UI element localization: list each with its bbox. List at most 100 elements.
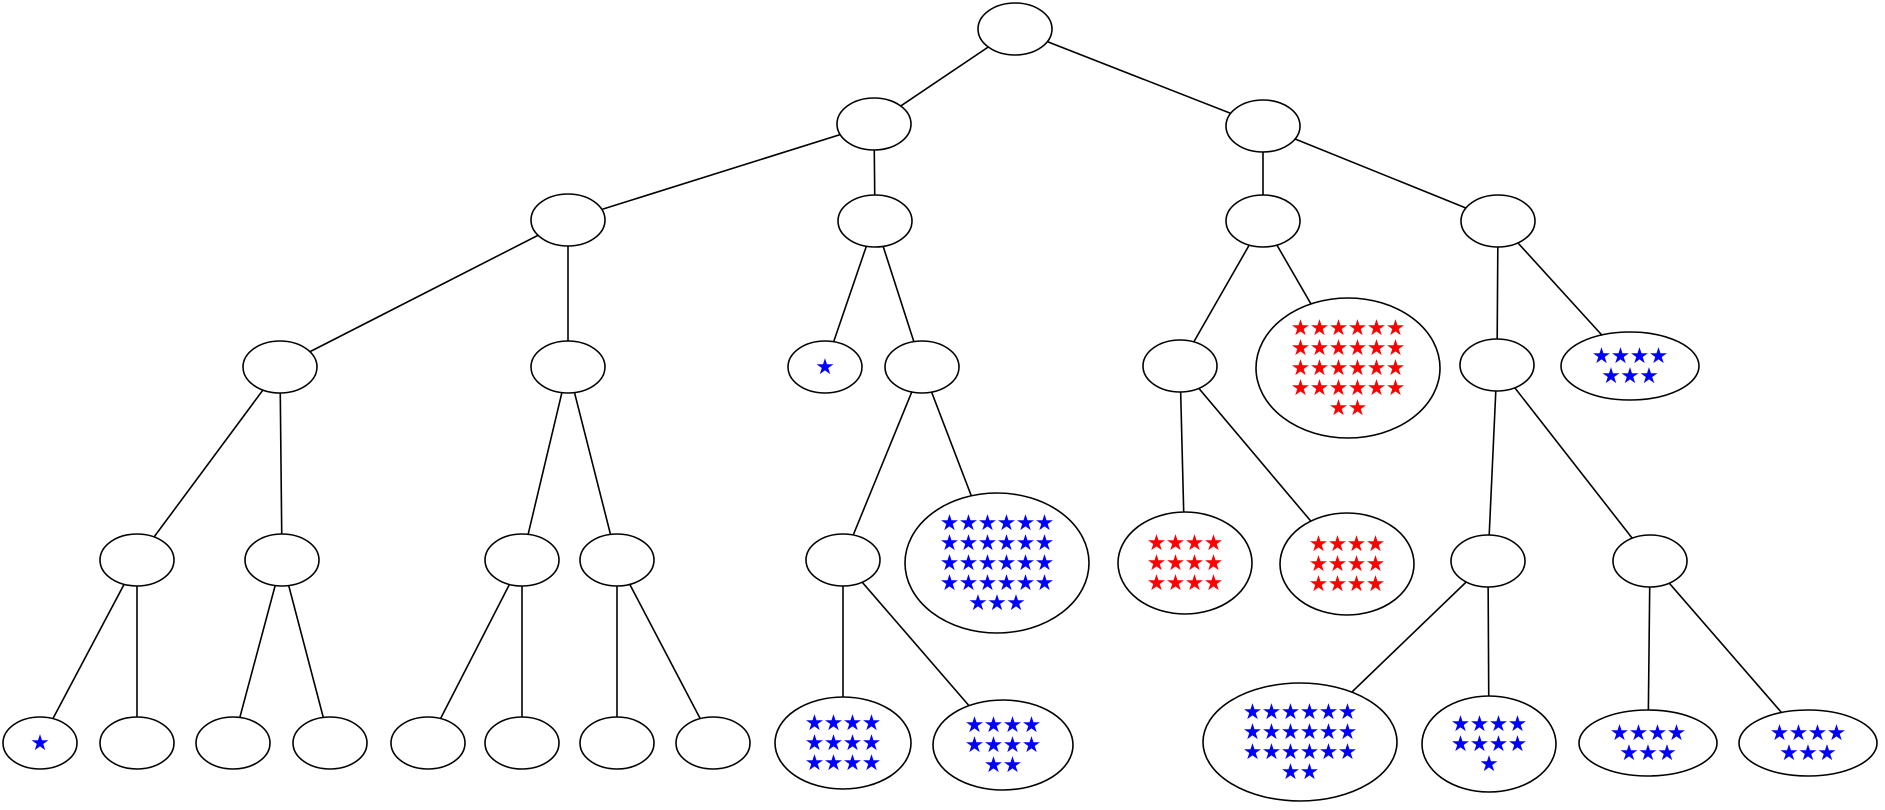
blue-star-icon: ★: [1319, 700, 1339, 725]
red-star-icon: ★: [1291, 356, 1311, 381]
blue-star-icon: ★: [997, 551, 1017, 576]
node-ellipse: [242, 340, 318, 394]
red-star-icon: ★: [1386, 336, 1406, 361]
tree-node: [1459, 338, 1535, 392]
node-ellipse: [1142, 339, 1218, 393]
tree-edge: [567, 366, 618, 561]
tree-node: [579, 533, 655, 587]
tree-edge: [1014, 28, 1264, 127]
blue-star-icon: ★: [978, 511, 998, 536]
blue-star-icon: ★: [959, 531, 979, 556]
red-star-icon: ★: [1367, 316, 1387, 341]
blue-star-icon: ★: [805, 711, 825, 736]
blue-star-icon: ★: [965, 733, 985, 758]
blue-star-icon: ★: [1601, 364, 1621, 389]
blue-star-icon: ★: [1281, 740, 1301, 765]
tree-node: [195, 716, 271, 770]
blue-star-icon: ★: [997, 531, 1017, 556]
blue-star-icon: ★: [1035, 511, 1055, 536]
blue-star-icon: ★: [1262, 700, 1282, 725]
tree-edge: [279, 366, 283, 561]
node-ellipse: [1225, 99, 1301, 153]
red-star-icon: ★: [1367, 376, 1387, 401]
node-ellipse: [484, 716, 560, 770]
node-ellipse: [530, 340, 606, 394]
red-star-icon: ★: [1347, 572, 1367, 597]
blue-star-icon: ★: [959, 511, 979, 536]
tree-node: ★: [787, 340, 863, 394]
red-star-icon: ★: [1329, 376, 1349, 401]
red-star-icon: ★: [1185, 551, 1205, 576]
node-ellipse: [1450, 534, 1526, 588]
tree-edge: [616, 559, 714, 744]
node-ellipse: [1578, 709, 1718, 777]
blue-star-icon: ★: [1262, 720, 1282, 745]
blue-star-icon: ★: [984, 733, 1004, 758]
blue-star-icon: ★: [1243, 740, 1263, 765]
red-star-icon: ★: [1347, 532, 1367, 557]
node-ellipse: [836, 97, 912, 151]
blue-star-icon: ★: [1300, 760, 1320, 785]
tree-node: ★★★★★★★★★★★★: [1117, 511, 1253, 615]
blue-star-icon: ★: [824, 711, 844, 736]
blue-star-icon: ★: [1006, 591, 1026, 616]
red-star-icon: ★: [1366, 572, 1386, 597]
tree-node: ★★★★★★★★★★★★: [774, 696, 912, 790]
blue-star-icon: ★: [1779, 741, 1799, 766]
red-star-icon: ★: [1348, 396, 1368, 421]
red-star-icon: ★: [1328, 572, 1348, 597]
blue-star-icon: ★: [1798, 741, 1818, 766]
blue-star-icon: ★: [1489, 712, 1509, 737]
blue-star-icon: ★: [1827, 721, 1847, 746]
blue-star-icon: ★: [1003, 713, 1023, 738]
red-star-icon: ★: [1348, 336, 1368, 361]
node-ellipse: [787, 340, 863, 394]
blue-star-icon: ★: [815, 355, 835, 380]
node-ellipse: [1560, 331, 1700, 401]
node-ellipse: [932, 699, 1074, 791]
red-star-icon: ★: [1329, 356, 1349, 381]
tree-edge: [279, 219, 569, 368]
blue-star-icon: ★: [1022, 713, 1042, 738]
red-star-icon: ★: [1347, 552, 1367, 577]
red-star-icon: ★: [1291, 316, 1311, 341]
node-ellipse: [579, 716, 655, 770]
blue-star-icon: ★: [1470, 712, 1490, 737]
tree-node: [1460, 194, 1536, 248]
tree-node: [530, 340, 606, 394]
blue-star-icon: ★: [1639, 364, 1659, 389]
blue-star-icon: ★: [1300, 740, 1320, 765]
node-ellipse: [1202, 682, 1398, 802]
tree-node: [884, 340, 960, 394]
tree-edge: [567, 123, 875, 221]
node-ellipse: [2, 716, 78, 770]
red-star-icon: ★: [1147, 571, 1167, 596]
tree-node: [390, 716, 466, 770]
blue-star-icon: ★: [1003, 753, 1023, 778]
blue-star-icon: ★: [1243, 700, 1263, 725]
tree-node: [805, 533, 881, 587]
blue-star-icon: ★: [1243, 720, 1263, 745]
blue-star-icon: ★: [1770, 721, 1790, 746]
blue-star-icon: ★: [30, 731, 50, 756]
tree-node: ★★★★★★★★★★★★★★★★★★★★★★★★★★★: [904, 492, 1090, 634]
tree-edge: [232, 559, 283, 744]
blue-star-icon: ★: [997, 571, 1017, 596]
node-ellipse: [1421, 695, 1557, 793]
blue-star-icon: ★: [978, 531, 998, 556]
tree-edge: [1496, 364, 1651, 562]
blue-star-icon: ★: [1630, 344, 1650, 369]
blue-star-icon: ★: [862, 711, 882, 736]
blue-star-icon: ★: [862, 731, 882, 756]
blue-star-icon: ★: [1281, 720, 1301, 745]
red-star-icon: ★: [1204, 551, 1224, 576]
tree-node: [484, 533, 560, 587]
node-ellipse: [1255, 297, 1441, 439]
tree-node: ★★★★★★★: [1578, 709, 1718, 777]
blue-star-icon: ★: [940, 571, 960, 596]
blue-star-icon: ★: [997, 511, 1017, 536]
red-star-icon: ★: [1204, 531, 1224, 556]
blue-star-icon: ★: [984, 753, 1004, 778]
blue-star-icon: ★: [1338, 720, 1358, 745]
